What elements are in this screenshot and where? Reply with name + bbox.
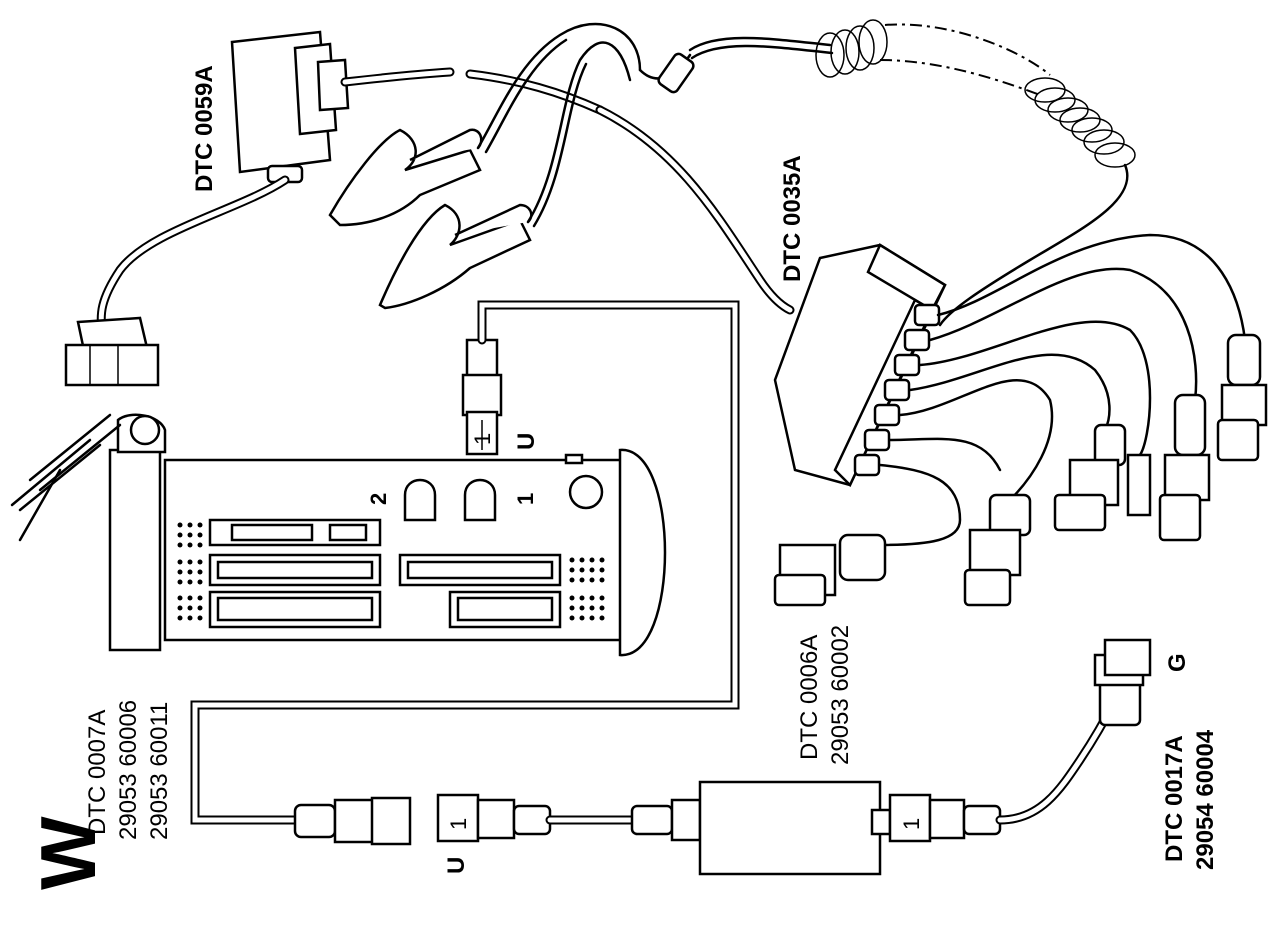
interface-module xyxy=(630,780,892,876)
label-dtc-0007a: DTC 0007A xyxy=(84,710,111,835)
label-slot-2: 2 xyxy=(366,493,391,505)
label-dtc-0006a: DTC 0006A xyxy=(796,635,823,760)
connector-chain-left xyxy=(293,796,412,846)
coiled-cable-right xyxy=(1024,77,1136,168)
label-dtc-0017a: DTC 0017A xyxy=(1161,735,1188,862)
label-slot-1: 1 xyxy=(513,493,538,505)
label-dtc-0035a: DTC 0035A xyxy=(779,155,806,282)
card-slots xyxy=(208,518,562,629)
label-port-u-bottom: U xyxy=(443,857,470,874)
power-supply-unit xyxy=(230,30,350,184)
label-plug-1-c: 1 xyxy=(470,433,495,445)
label-dtc-0017a-number: 29054 60004 xyxy=(1192,729,1219,870)
label-port-u-top: U xyxy=(513,433,540,450)
sensor-connector-1 xyxy=(1216,333,1268,462)
plug-u-bottom xyxy=(436,793,552,843)
battery-clamp-lower xyxy=(378,203,533,310)
supply-connector xyxy=(64,316,160,387)
inline-fuse xyxy=(657,52,695,94)
plug-g-side xyxy=(888,793,1002,843)
plug-u-top xyxy=(461,338,503,456)
label-dtc-0006a-number: 29053 60002 xyxy=(827,625,854,765)
vent-grids xyxy=(177,522,605,621)
adapter-ports xyxy=(853,303,941,477)
label-dtc-0007a-number-1: 29053 60006 xyxy=(115,700,142,840)
battery-clamp-upper xyxy=(328,128,483,227)
sensor-connector-3 xyxy=(1053,423,1152,532)
sensor-connector-2 xyxy=(1158,393,1211,542)
slot-icons xyxy=(403,478,497,522)
label-port-g: G xyxy=(1164,653,1191,672)
coiled-cable-top xyxy=(815,19,888,78)
label-dtc-0059a: DTC 0059A xyxy=(191,65,218,192)
manufacturer-logo: W xyxy=(24,816,112,890)
label-plug-1-b: 1 xyxy=(899,818,924,830)
handle-strap xyxy=(10,413,122,542)
sensor-connector-4 xyxy=(963,493,1032,607)
svg-text:W: W xyxy=(24,816,112,890)
label-plug-1-a: 1 xyxy=(446,818,471,830)
plug-g xyxy=(1093,638,1152,727)
sensor-connector-5 xyxy=(773,533,887,607)
label-dtc-0007a-number-2: 29053 60011 xyxy=(146,702,173,840)
